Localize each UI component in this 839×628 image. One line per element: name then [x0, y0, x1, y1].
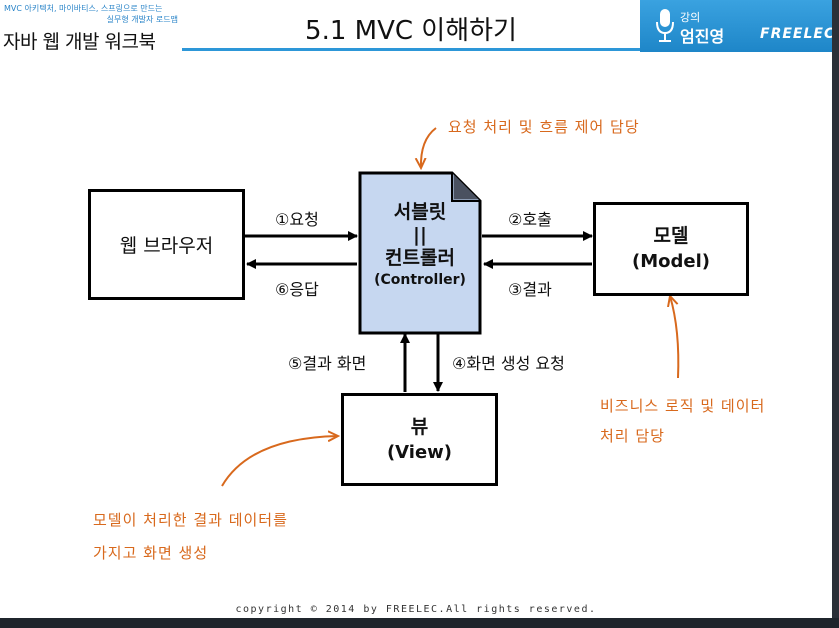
browser-box: 웹 브라우저: [88, 189, 245, 300]
model-box: 모델 (Model): [593, 202, 749, 296]
label-render-request: ④화면 생성 요청: [452, 354, 565, 373]
book-title: 자바 웹 개발 워크북: [3, 31, 156, 53]
view-note-line2: 가지고 화면 생성: [93, 544, 209, 562]
window-edge: [832, 0, 839, 628]
label-result-screen: ⑤결과 화면: [288, 354, 367, 373]
label-response: ⑥응답: [275, 280, 319, 299]
lecturer-role: 강의: [680, 11, 701, 24]
controller-document-shape: [358, 171, 482, 335]
label-request: ①요청: [275, 210, 319, 229]
lecturer-info: 강의 엄진영 FREELEC: [640, 0, 832, 52]
window-bottom-edge: [0, 618, 839, 628]
controller-note-pointer: [421, 127, 437, 168]
label-result: ③결과: [508, 280, 552, 299]
model-note-line1: 비즈니스 로직 및 데이터: [600, 397, 766, 415]
copyright-footer: copyright © 2014 by FREELEC.All rights r…: [235, 604, 597, 615]
model-note-line2: 처리 담당: [600, 427, 665, 445]
microphone-icon: [656, 9, 674, 42]
diagram-arrows: [221, 127, 680, 487]
slide-frame: MVC 아키텍처, 마이바티스, 스프링으로 만드는 실무형 개발자 로드맵 자…: [0, 0, 832, 618]
view-english-label: (View): [386, 441, 453, 463]
controller-equals-label: ||: [413, 224, 427, 246]
controller-note: 요청 처리 및 흐름 제어 담당: [448, 118, 640, 136]
view-note-line1: 모델이 처리한 결과 데이터를: [93, 511, 288, 529]
model-label: 모델: [653, 225, 689, 247]
controller-label: 컨트롤러: [385, 247, 455, 269]
slide-title: 5.1 MVC 이해하기: [305, 16, 517, 46]
publisher-logo: FREELEC: [760, 26, 832, 42]
view-note-pointer: [221, 436, 338, 487]
slide-header: MVC 아키텍처, 마이바티스, 스프링으로 만드는 실무형 개발자 로드맵 자…: [0, 0, 832, 56]
title-band: 5.1 MVC 이해하기: [182, 4, 640, 51]
browser-label: 웹 브라우저: [119, 235, 214, 257]
controller-box: 서블릿 || 컨트롤러 (Controller): [358, 200, 482, 290]
book-subtitle-line1: MVC 아키텍처, 마이바티스, 스프링으로 만드는: [4, 4, 163, 13]
label-call: ②호출: [508, 210, 552, 229]
controller-english-label: (Controller): [374, 272, 466, 288]
view-box: 뷰 (View): [341, 393, 498, 486]
lecturer-name: 엄진영: [680, 27, 725, 46]
book-info: MVC 아키텍처, 마이바티스, 스프링으로 만드는 실무형 개발자 로드맵 자…: [0, 0, 180, 53]
model-note-pointer: [670, 296, 680, 379]
book-subtitle-line2: 실무형 개발자 로드맵: [106, 15, 178, 24]
controller-servlet-label: 서블릿: [393, 201, 447, 223]
model-english-label: (Model): [632, 251, 710, 272]
view-label: 뷰: [410, 415, 429, 438]
